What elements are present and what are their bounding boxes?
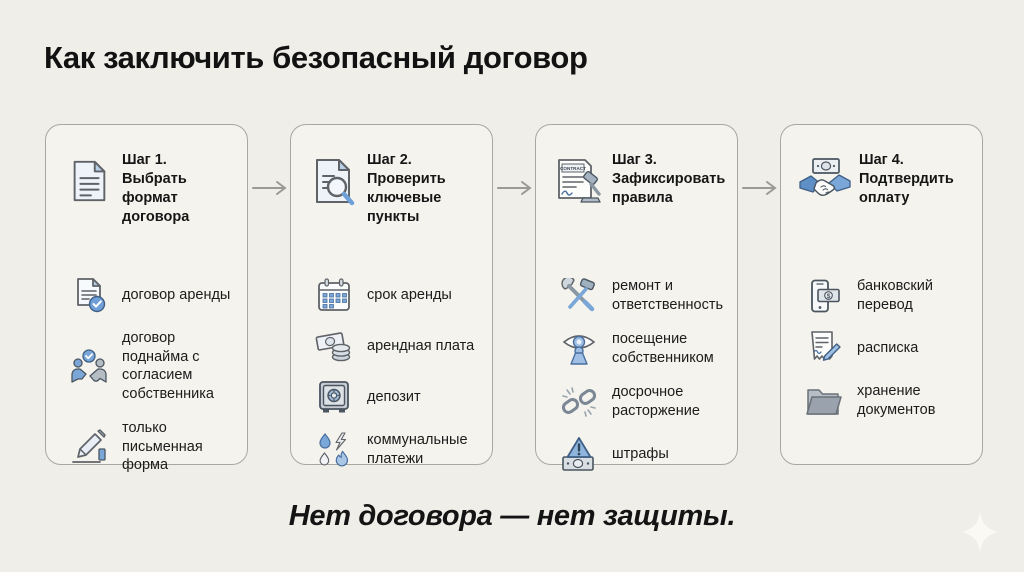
card-4-title: Шаг 4. Подтвердить оплату [859,151,974,208]
list-item: ремонт и ответственность [554,277,729,314]
arrow-right-icon [493,124,535,465]
list-item: досрочное расторжение [554,383,729,420]
item-label: хранение документов [857,383,936,418]
dollar-label: $ [827,292,831,299]
card-1-items: договор аренды договор поднайма с соглас… [64,277,239,475]
list-item: хранение документов [799,382,974,419]
item-label: договор поднайма с согласием собственник… [122,330,214,402]
list-item: депозит [309,379,484,415]
list-item: договор поднайма с согласием собственник… [64,329,239,403]
handshake-agreement-icon [64,348,114,384]
document-check-icon [64,277,114,313]
item-label: договор аренды [122,286,231,303]
step-card-3: CONTRACT Шаг 3. Зафиксировать правила [535,124,738,472]
item-label: посещение собственником [612,331,714,366]
list-item: $ банковский перевод [799,277,974,314]
document-icon [64,157,114,205]
writing-hand-icon [64,429,114,465]
list-item: арендная плата [309,329,484,363]
item-label: арендная плата [367,337,475,354]
receipt-pen-icon [799,330,849,366]
step-label: Шаг 2. [367,152,412,168]
item-label: депозит [367,388,421,405]
broken-chain-icon [554,384,604,420]
card-2-title: Шаг 2. Проверить ключевые пункты [367,151,484,228]
contract-label: CONTRACT [560,166,586,171]
money-coins-icon [309,329,359,363]
step-label: Шаг 1. [122,152,167,168]
list-item: договор аренды [64,277,239,313]
step-label: Шаг 4. [859,152,904,168]
penalty-warning-icon [554,436,604,472]
list-item: посещение собственником [554,330,729,367]
steps-row: Шаг 1. Выбрать формат договора [45,124,983,473]
tools-icon [554,277,604,314]
phone-transfer-icon: $ [799,278,849,314]
step-card-1: Шаг 1. Выбрать формат договора [45,124,248,473]
item-label: расписка [857,339,919,356]
step-label: Шаг 3. [612,152,657,168]
card-3-items: ремонт и ответственность посещение собст… [554,277,729,472]
item-label: срок аренды [367,286,452,303]
card-2-items: срок аренды [309,277,484,468]
card-3-header: CONTRACT Шаг 3. Зафиксировать правила [554,151,729,243]
card-3-title: Шаг 3. Зафиксировать правила [612,151,729,208]
list-item: штрафы [554,436,729,472]
step-title: Зафиксировать правила [612,171,726,207]
card-1-header: Шаг 1. Выбрать формат договора [64,151,239,243]
contract-gavel-icon: CONTRACT [554,157,604,207]
item-label: ремонт и ответственность [612,278,724,313]
page-title: Как заключить безопасный договор [44,40,588,75]
list-item: только письменная форма [64,419,239,475]
step-card-2: Шаг 2. Проверить ключевые пункты [290,124,493,468]
calendar-icon [309,277,359,313]
list-item: расписка [799,330,974,366]
eye-surveillance-icon [554,331,604,367]
arrow-right-icon [248,124,290,465]
card-4-items: $ банковский перевод расписка [799,277,974,419]
item-label: банковский перевод [857,278,933,313]
card-1-title: Шаг 1. Выбрать формат договора [122,151,239,228]
sparkle-icon [958,510,1002,554]
step-title: Подтвердить оплату [859,171,954,207]
card-2-header: Шаг 2. Проверить ключевые пункты [309,151,484,243]
item-label: только письменная форма [122,420,203,474]
step-title: Проверить ключевые пункты [367,171,446,226]
item-label: коммунальные платежи [367,432,468,467]
safe-icon [309,379,359,415]
step-card-4: Шаг 4. Подтвердить оплату $ банковский п… [780,124,983,465]
step-title: Выбрать формат договора [122,171,190,226]
footer-slogan: Нет договора — нет защиты. [288,500,736,532]
item-label: штрафы [612,446,669,462]
utilities-icon [309,431,359,468]
list-item: срок аренды [309,277,484,313]
list-item: коммунальные платежи [309,431,484,468]
handshake-payment-icon [799,157,851,207]
folder-icon [799,384,849,418]
arrow-right-icon [738,124,780,465]
card-4-header: Шаг 4. Подтвердить оплату [799,151,974,243]
item-label: досрочное расторжение [612,384,700,419]
document-search-icon [309,157,359,207]
